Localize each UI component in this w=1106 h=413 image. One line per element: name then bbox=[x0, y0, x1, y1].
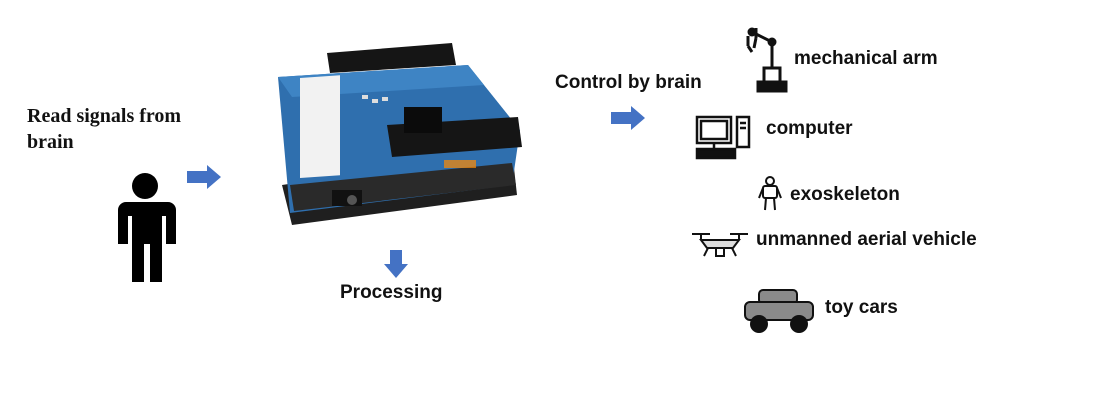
control-label: Control by brain bbox=[555, 72, 702, 93]
arrow-down-icon bbox=[384, 250, 408, 278]
input-label: Read signals from brain bbox=[27, 105, 182, 153]
drone-icon bbox=[690, 228, 750, 262]
toy-car-icon bbox=[743, 286, 815, 336]
person-icon bbox=[110, 172, 180, 284]
output-label-exoskeleton: exoskeleton bbox=[790, 184, 900, 205]
arduino-board-image bbox=[272, 35, 526, 225]
arrow-right-icon bbox=[187, 165, 221, 189]
computer-icon bbox=[693, 114, 753, 162]
robot-arm-icon bbox=[742, 24, 790, 94]
processing-label: Processing bbox=[340, 282, 443, 303]
output-label-drone: unmanned aerial vehicle bbox=[756, 229, 977, 250]
exoskeleton-icon bbox=[757, 176, 783, 212]
arrow-right-icon bbox=[611, 106, 645, 130]
output-label-computer: computer bbox=[766, 118, 853, 139]
output-label-toy-cars: toy cars bbox=[825, 297, 898, 318]
output-label-mechanical-arm: mechanical arm bbox=[794, 48, 938, 69]
